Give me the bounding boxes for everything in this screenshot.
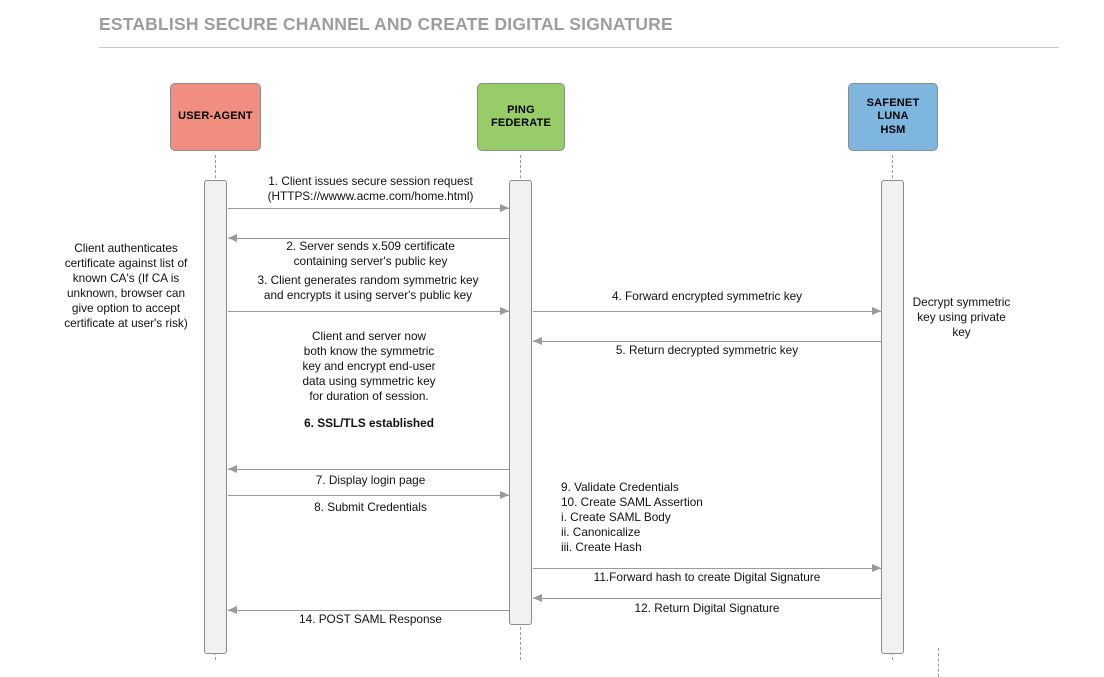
message-line-12 (533, 598, 881, 599)
message-arrowhead-1 (500, 204, 509, 212)
message-label-11: 11.Forward hash to create Digital Signat… (593, 570, 821, 584)
message-label-7: 7. Display login page (315, 473, 426, 487)
message-arrowhead-3 (500, 307, 509, 315)
message-label-14: 14. POST SAML Response (299, 612, 442, 626)
message-arrowhead-2 (228, 234, 237, 242)
message-label-8: 8. Submit Credentials (314, 500, 427, 514)
message-label-2: 2. Server sends x.509 certificate contai… (286, 239, 455, 268)
actor-box-user-agent[interactable]: USER-AGENT (170, 83, 261, 151)
message-line-2 (228, 238, 509, 239)
lifeline-unlabeled-fragment (938, 648, 939, 677)
message-arrowhead-7 (228, 465, 237, 473)
message-line-1 (228, 208, 509, 209)
note-decrypt-symmetric: Decrypt symmetric key using private key (912, 295, 1011, 339)
message-arrowhead-14 (228, 606, 237, 614)
note-symmetric-session: Client and server now both know the symm… (302, 329, 436, 403)
message-arrowhead-8 (500, 491, 509, 499)
message-line-5 (533, 341, 881, 342)
actor-label-ping-federate: PING FEDERATE (490, 103, 552, 129)
message-line-4 (533, 311, 881, 312)
message-arrowhead-4 (872, 307, 881, 315)
message-line-14 (228, 610, 509, 611)
actor-box-ping-federate[interactable]: PING FEDERATE (477, 83, 565, 151)
actor-box-safenet-luna-hsm[interactable]: SAFENET LUNA HSM (848, 83, 938, 151)
message-arrowhead-12 (533, 594, 542, 602)
activation-bar-ping-federate (509, 180, 532, 625)
actor-label-user-agent: USER-AGENT (178, 110, 253, 123)
activation-bar-safenet-luna-hsm (881, 180, 904, 654)
message-label-3: 3. Client generates random symmetric key… (257, 273, 479, 302)
note-validate-credentials: 9. Validate Credentials 10. Create SAML … (561, 480, 703, 554)
message-line-8 (228, 495, 509, 496)
activation-bar-user-agent (204, 180, 227, 654)
page-title: ESTABLISH SECURE CHANNEL AND CREATE DIGI… (99, 14, 673, 34)
message-label-4: 4. Forward encrypted symmetric key (611, 289, 803, 303)
actor-label-safenet-luna-hsm: SAFENET LUNA HSM (866, 96, 920, 136)
note-ssl-tls-established: 6. SSL/TLS established (304, 416, 434, 430)
message-label-5: 5. Return decrypted symmetric key (615, 343, 799, 357)
message-line-3 (228, 311, 509, 312)
message-arrowhead-11 (872, 564, 881, 572)
message-label-1: 1. Client issues secure session request … (267, 174, 474, 203)
note-client-authenticates: Client authenticates certificate against… (64, 241, 188, 330)
message-line-11 (533, 568, 881, 569)
message-arrowhead-5 (533, 337, 542, 345)
title-divider (99, 47, 1059, 48)
message-label-12: 12. Return Digital Signature (634, 601, 780, 615)
message-line-7 (228, 469, 509, 470)
